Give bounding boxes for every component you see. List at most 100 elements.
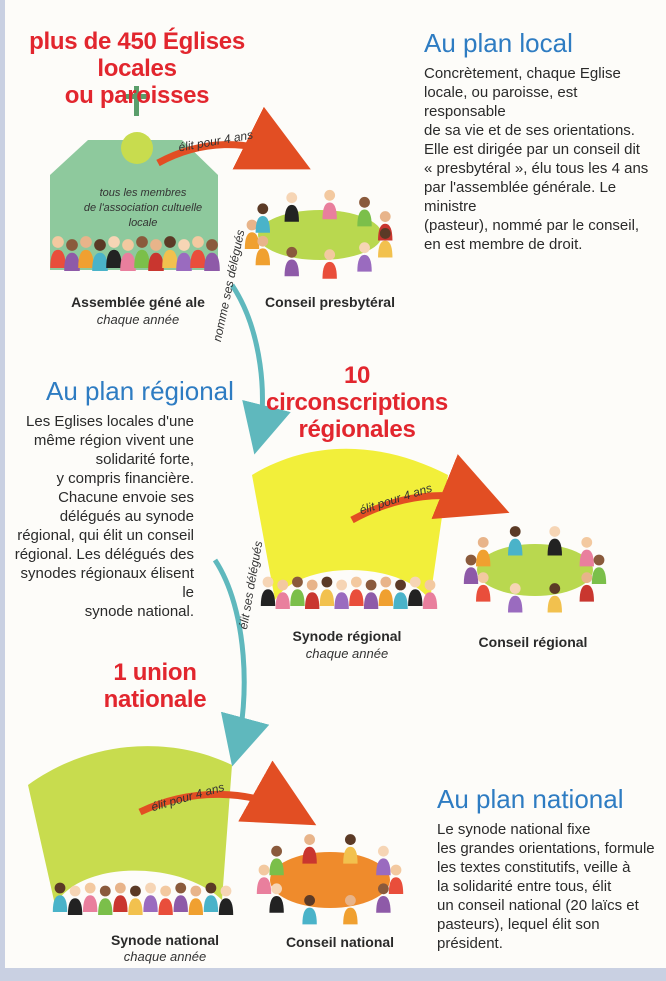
regional-synod-subcaption: chaque année: [305, 646, 389, 661]
person-figure: [269, 896, 284, 913]
presbyteral-council-people: [244, 189, 393, 279]
person-figure: [188, 898, 204, 915]
person-figure: [190, 249, 206, 268]
national-synod-caption: Synode national: [110, 932, 220, 948]
regional-synod-fan: [252, 448, 448, 600]
person-figure: [388, 877, 404, 894]
church-cross-icon: [134, 86, 139, 116]
person-figure: [349, 589, 364, 606]
person-figure: [128, 898, 143, 915]
person-figure: [378, 240, 393, 258]
person-figure: [393, 592, 408, 609]
presbyteral-council-table: [258, 210, 382, 260]
regional-council-caption: Conseil régional: [478, 634, 588, 650]
person-figure: [106, 249, 122, 268]
regional-council-table: [477, 544, 593, 596]
person-figure: [343, 907, 358, 925]
person-figure: [284, 204, 299, 222]
person-figure: [92, 252, 108, 271]
regional-elect-arrow: [350, 454, 510, 524]
person-figure: [120, 252, 136, 271]
regional-title: 10 circonscriptions régionales: [266, 362, 448, 443]
person-figure: [290, 589, 305, 606]
national-title: 1 union nationale: [103, 659, 207, 713]
person-figure: [218, 898, 234, 915]
local-section-text: Concrètement, chaque Eglise locale, ou p…: [424, 65, 649, 253]
page-frame: [0, 968, 666, 981]
person-figure: [50, 249, 66, 268]
person-figure: [113, 895, 128, 912]
local-section-title: Au plan local: [424, 28, 573, 58]
national-section-title: Au plan national: [437, 784, 624, 814]
person-figure: [173, 895, 188, 912]
assembly-subcaption: chaque année: [96, 312, 180, 327]
person-figure: [284, 259, 299, 277]
national-section-text: Le synode national fixe les grandes orie…: [437, 821, 655, 952]
person-figure: [376, 896, 391, 913]
person-figure: [508, 538, 523, 556]
national-synod-subcaption: chaque année: [123, 949, 207, 964]
person-figure: [158, 898, 173, 915]
person-figure: [98, 898, 113, 915]
regional-delegates-arrow: [229, 283, 291, 455]
regional-section-title: Au plan régional: [46, 376, 234, 406]
person-figure: [376, 858, 391, 876]
person-figure: [244, 232, 260, 249]
person-figure: [547, 538, 562, 556]
person-figure: [357, 209, 372, 227]
church-window-icon: [121, 132, 153, 164]
assembly-people-group: [50, 236, 220, 271]
person-figure: [64, 252, 80, 271]
person-figure: [256, 877, 272, 894]
person-figure: [422, 592, 438, 609]
person-figure: [162, 249, 178, 268]
national-council-table: [270, 852, 390, 908]
person-figure: [52, 895, 68, 912]
person-figure: [275, 592, 290, 609]
national-council-people: [256, 834, 404, 925]
national-delegates-arrow: [212, 558, 270, 767]
person-figure: [319, 589, 335, 606]
local-elect-arrow: [156, 106, 311, 170]
regional-synod-people: [260, 576, 438, 609]
national-council-caption: Conseil national: [285, 934, 395, 950]
person-figure: [260, 589, 276, 606]
person-figure: [547, 595, 562, 613]
person-figure: [255, 215, 270, 233]
person-figure: [148, 252, 164, 271]
person-figure: [378, 589, 394, 606]
person-figure: [343, 846, 358, 864]
person-figure: [143, 895, 158, 912]
regional-synod-caption: Synode régional: [292, 628, 402, 644]
assembly-caption: Assemblée géné ale: [71, 294, 205, 310]
person-figure: [255, 248, 270, 266]
person-figure: [476, 549, 491, 567]
national-elect-arrow: [138, 760, 317, 826]
person-figure: [134, 249, 150, 268]
person-figure: [67, 898, 83, 915]
person-figure: [204, 252, 220, 271]
church-shape: [50, 86, 218, 270]
person-figure: [408, 589, 423, 606]
local-title: plus de 450 Églises locales ou paroisses: [29, 28, 245, 109]
person-figure: [463, 567, 479, 584]
person-figure: [322, 261, 337, 279]
person-figure: [302, 907, 317, 925]
person-figure: [269, 858, 284, 876]
person-figure: [176, 252, 192, 271]
person-figure: [302, 846, 317, 864]
regional-section-text: Les Eglises locales d'une même région vi…: [14, 413, 194, 620]
person-figure: [579, 584, 594, 602]
person-figure: [82, 895, 98, 912]
person-figure: [476, 584, 491, 602]
national-synod-people: [52, 882, 234, 915]
person-figure: [78, 249, 94, 268]
person-figure: [363, 592, 379, 609]
national-synod-fan: [28, 746, 232, 905]
person-figure: [322, 202, 337, 220]
church-text: tous les membres de l'association cultue…: [83, 187, 203, 229]
person-figure: [591, 567, 607, 584]
person-figure: [304, 592, 320, 609]
person-figure: [334, 592, 349, 609]
